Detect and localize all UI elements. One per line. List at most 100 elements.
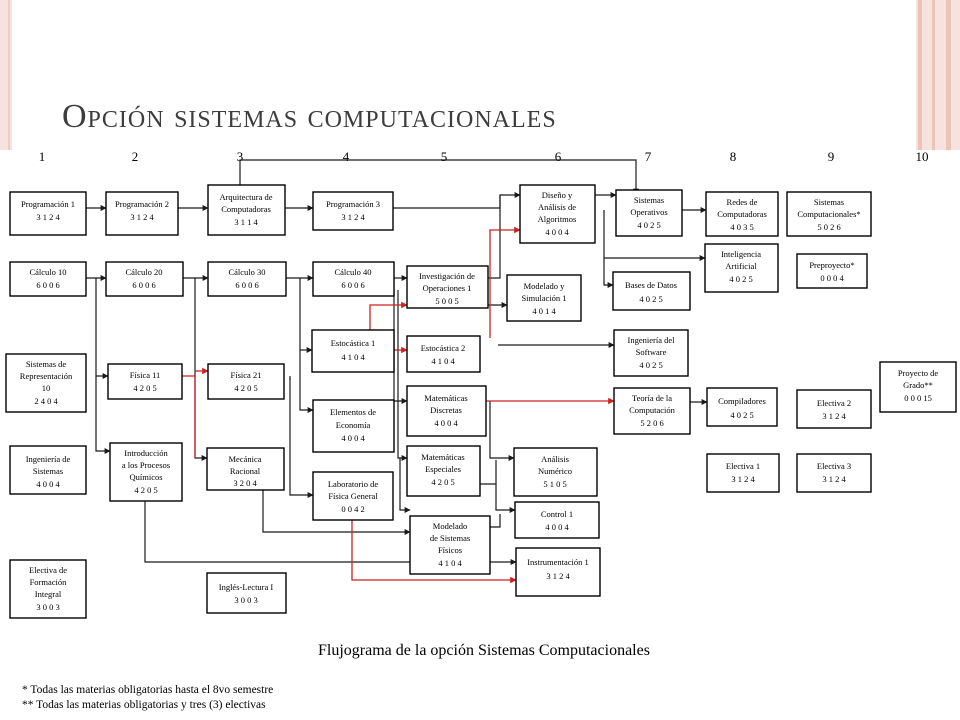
course-box-programacion-3: Programación 3 3 1 2 4	[312, 191, 394, 231]
course-name: Matemáticas	[424, 393, 467, 403]
course-box-proyecto-grado: Proyecto de Grado** 0 0 0 15	[879, 361, 957, 413]
course-credits: 5 0 0 5	[435, 296, 458, 306]
course-credits: 4 2 0 5	[431, 477, 454, 487]
course-box-laboratorio-fisica: Laboratorio de Física General 0 0 4 2	[312, 471, 394, 521]
course-name: Teoría de la	[632, 393, 672, 403]
course-credits: 3 1 1 4	[234, 217, 258, 227]
course-box-calculo-40: Cálculo 40 6 0 0 6	[312, 261, 395, 297]
course-box-teoria-computacion: Teoría de la Computación 5 2 0 6	[613, 387, 691, 435]
course-name: Cálculo 40	[334, 267, 371, 277]
semester-header: 3	[237, 149, 244, 164]
course-name: Software	[636, 347, 667, 357]
course-credits: 3 2 0 4	[233, 478, 257, 488]
course-name: Formación	[30, 577, 68, 587]
course-credits: 3 1 2 4	[731, 474, 755, 484]
course-box-modelado-sistemas-fisicos: Modelado de Sistemas Físicos 4 1 0 4	[409, 515, 491, 575]
course-name: Análisis	[541, 454, 569, 464]
course-name: Programación 3	[326, 199, 380, 209]
course-credits: 6 0 0 6	[235, 280, 258, 290]
course-box-mecanica-racional: Mecánica Racional 3 2 0 4	[206, 447, 285, 491]
course-name: Economía	[336, 420, 371, 430]
course-box-calculo-30: Cálculo 30 6 0 0 6	[207, 261, 287, 297]
course-name: Computación	[629, 405, 676, 415]
slide-left-edge-line	[8, 0, 10, 150]
course-name: Física 11	[130, 370, 161, 380]
course-box-instrumentacion-1: Instrumentación 1 3 1 2 4	[515, 547, 601, 597]
course-credits: 4 0 2 5	[639, 360, 662, 370]
flowchart-diagram: 1 2 3 4 5 6 7 8 9 10	[5, 149, 957, 619]
course-credits: 4 0 3 5	[730, 222, 753, 232]
course-box-fisica-11: Física 11 4 2 0 5	[107, 363, 183, 400]
course-name: Sistemas	[33, 466, 63, 476]
course-credits: 3 1 2 4	[36, 212, 60, 222]
course-credits: 3 0 0 3	[36, 602, 59, 612]
course-name: Discretas	[430, 405, 462, 415]
course-name: Electiva 2	[817, 398, 851, 408]
course-name: 10	[42, 383, 51, 393]
course-credits: 6 0 0 6	[36, 280, 59, 290]
course-credits: 3 1 2 4	[546, 571, 570, 581]
prerequisite-red-connectors	[182, 226, 615, 584]
course-name: Ingeniería del	[628, 335, 676, 345]
course-name: Cálculo 30	[228, 267, 265, 277]
course-name: a los Procesos	[122, 460, 170, 470]
course-box-analisis-numerico: Análisis Numérico 5 1 0 5	[513, 447, 598, 497]
slide-left-edge	[0, 0, 12, 150]
slide-title: Opción sistemas computacionales	[62, 98, 557, 135]
course-credits: 4 0 2 5	[637, 220, 660, 230]
course-credits: 4 2 0 5	[134, 485, 157, 495]
course-name: Racional	[230, 466, 261, 476]
course-name: Programación 1	[21, 199, 75, 209]
course-credits: 0 0 0 15	[904, 393, 932, 403]
course-credits: 4 2 0 5	[133, 383, 156, 393]
course-name: Arquitectura de	[219, 192, 272, 202]
course-name: Bases de Datos	[625, 280, 677, 290]
diagram-caption: Flujograma de la opción Sistemas Computa…	[318, 642, 650, 659]
course-name: Algoritmos	[538, 214, 577, 224]
course-box-matematicas-discretas: Matemáticas Discretas 4 0 0 4	[406, 385, 487, 437]
course-box-estocastica-1: Estocástica 1 4 1 0 4	[311, 329, 395, 373]
footnote-2: ** Todas las materias obligatorias y tre…	[22, 699, 266, 711]
course-name: Electiva de	[29, 565, 67, 575]
course-box-preproyecto: Preproyecto* 0 0 0 4	[796, 253, 868, 289]
course-name: Computacionales*	[797, 209, 860, 219]
course-name: Artificial	[725, 261, 757, 271]
course-name: Especiales	[425, 464, 461, 474]
course-box-investigacion-operaciones: Investigación de Operaciones 1 5 0 0 5	[406, 265, 489, 309]
course-name: Cálculo 10	[29, 267, 66, 277]
course-name: Elementos de	[330, 407, 376, 417]
course-name: Programación 2	[115, 199, 169, 209]
semester-header: 7	[645, 149, 652, 164]
course-name: Modelado y	[524, 281, 566, 291]
course-name: Sistemas de	[26, 359, 67, 369]
course-name: Ingeniería de	[26, 454, 71, 464]
semester-header: 2	[132, 149, 139, 164]
course-name: Preproyecto*	[809, 260, 854, 270]
course-name: Análisis de	[538, 202, 576, 212]
course-credits: 4 1 0 4	[431, 356, 455, 366]
course-name: Investigación de	[419, 271, 475, 281]
course-credits: 0 0 4 2	[341, 504, 364, 514]
course-credits: 3 1 2 4	[341, 212, 365, 222]
course-name: Computadoras	[717, 209, 767, 219]
course-box-calculo-10: Cálculo 10 6 0 0 6	[9, 261, 87, 297]
course-box-estocastica-2: Estocástica 2 4 1 0 4	[406, 335, 481, 373]
course-box-arquitectura-computadoras: Arquitectura de Computadoras 3 1 1 4	[207, 184, 286, 236]
course-credits: 3 1 2 4	[822, 474, 846, 484]
course-credits: 4 0 0 4	[341, 433, 365, 443]
course-name: Electiva 1	[726, 461, 760, 471]
course-credits: 4 0 0 4	[434, 418, 458, 428]
semester-headers: 1 2 3 4 5 6 7 8 9 10	[39, 149, 929, 164]
course-name: Mecánica	[228, 454, 261, 464]
semester-header: 1	[39, 149, 46, 164]
course-credits: 3 0 0 3	[234, 595, 257, 605]
course-name: Simulación 1	[521, 293, 566, 303]
slide-right-edge	[916, 0, 960, 150]
course-name: Control 1	[541, 509, 573, 519]
course-box-ingenieria-software: Ingeniería del Software 4 0 2 5	[613, 329, 689, 377]
course-credits: 4 1 0 4	[438, 558, 462, 568]
course-name: Física General	[328, 491, 378, 501]
course-credits: 4 0 2 5	[730, 410, 753, 420]
course-name: Laboratorio de	[328, 479, 378, 489]
footnote-1: * Todas las materias obligatorias hasta …	[22, 684, 274, 696]
